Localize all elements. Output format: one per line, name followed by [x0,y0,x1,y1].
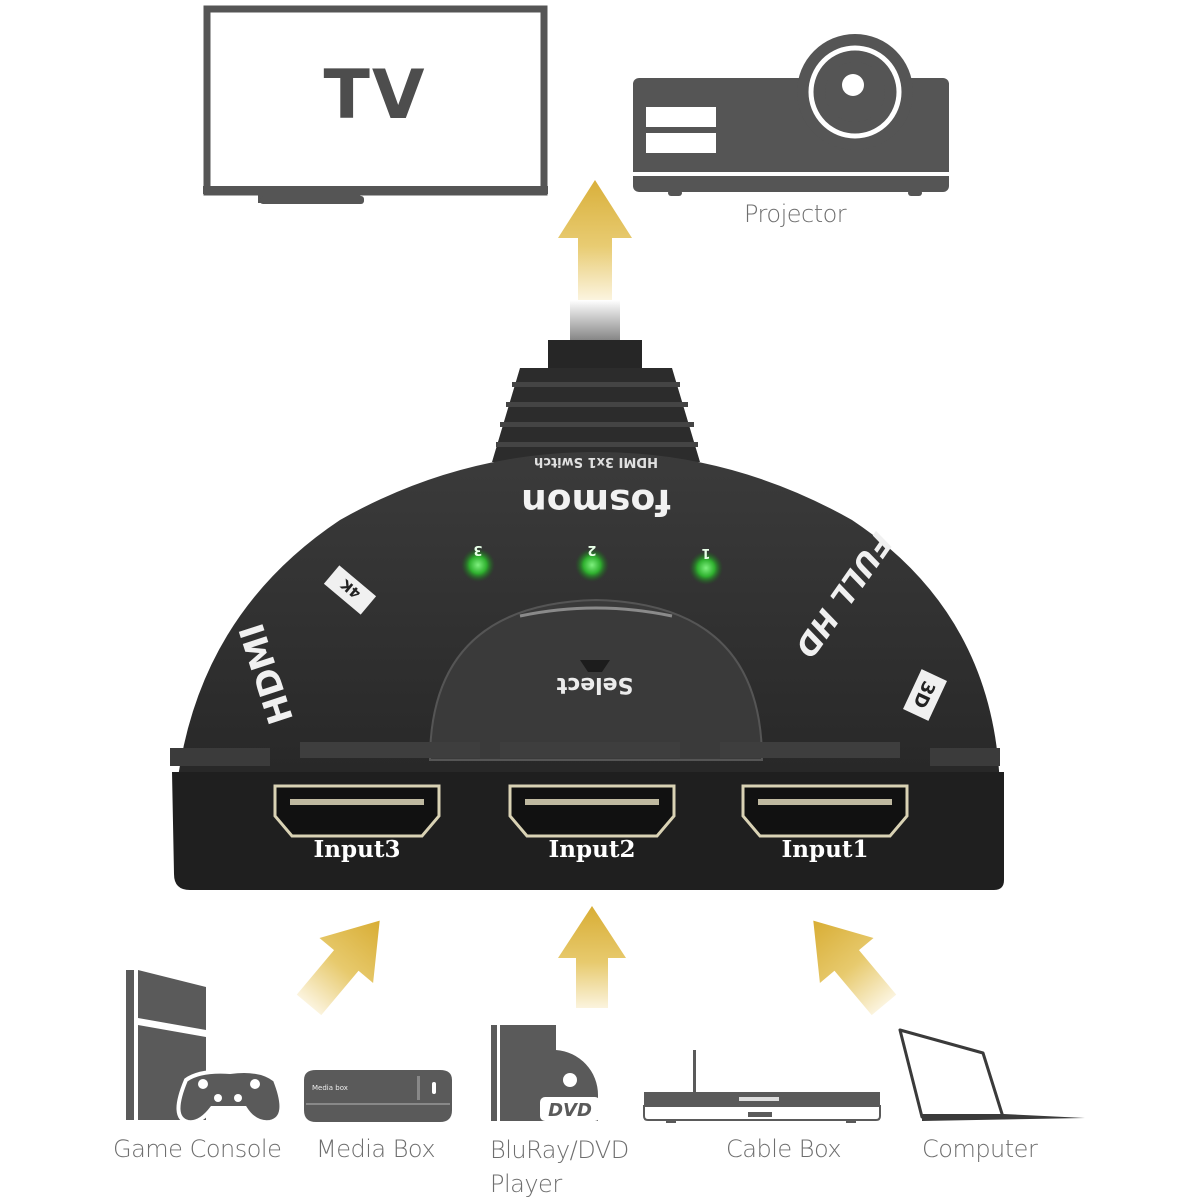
source-label-media-box: Media Box [316,1135,436,1163]
tv-label: TV [323,55,427,135]
source-label-computer: Computer [922,1135,1038,1163]
dvd-player-icon: DVD [491,1025,600,1121]
select-button[interactable] [580,660,610,672]
source-label-dvd-player: BluRay/DVD Player [490,1136,629,1198]
hdmi-cable [548,300,642,370]
tv-icon [203,5,548,204]
select-label: Select [556,672,633,697]
hdmi-port-input2[interactable] [508,784,676,838]
input-arrow-right-icon [813,920,897,1016]
media-box-icon: Media box [304,1070,452,1122]
led-indicator-1 [689,551,723,585]
4k-badge-box [323,565,377,615]
game-console-icon [126,970,284,1125]
projector-icon [633,34,949,196]
input-arrow-left-icon [296,920,380,1016]
projector-label: Projector [744,200,847,228]
laptop-icon [898,1028,1085,1121]
led-label-2: 2 [587,542,596,557]
3d-badge-box [903,669,947,721]
media-box-icon-text: Media box [312,1084,348,1092]
source-label-game-console: Game Console [113,1135,282,1163]
output-arrow-icon [558,180,632,300]
source-label-cable-box: Cable Box [726,1135,842,1163]
brand-logo: fosmon [521,481,671,522]
input2-label: Input2 [548,836,636,863]
model-text: HDMI 3x1 Switch [534,454,658,469]
led-indicator-3 [461,548,495,582]
input3-label: Input3 [313,836,401,863]
input-arrow-center-icon [558,906,626,1008]
led-label-1: 1 [701,545,710,560]
cable-box-icon [643,1050,881,1123]
led-indicator-2 [575,548,609,582]
dvd-icon-text: DVD [548,1100,592,1121]
input1-label: Input1 [781,836,869,863]
hdmi-port-input1[interactable] [741,784,909,838]
led-label-3: 3 [473,542,482,557]
hdmi-port-input3[interactable] [273,784,441,838]
